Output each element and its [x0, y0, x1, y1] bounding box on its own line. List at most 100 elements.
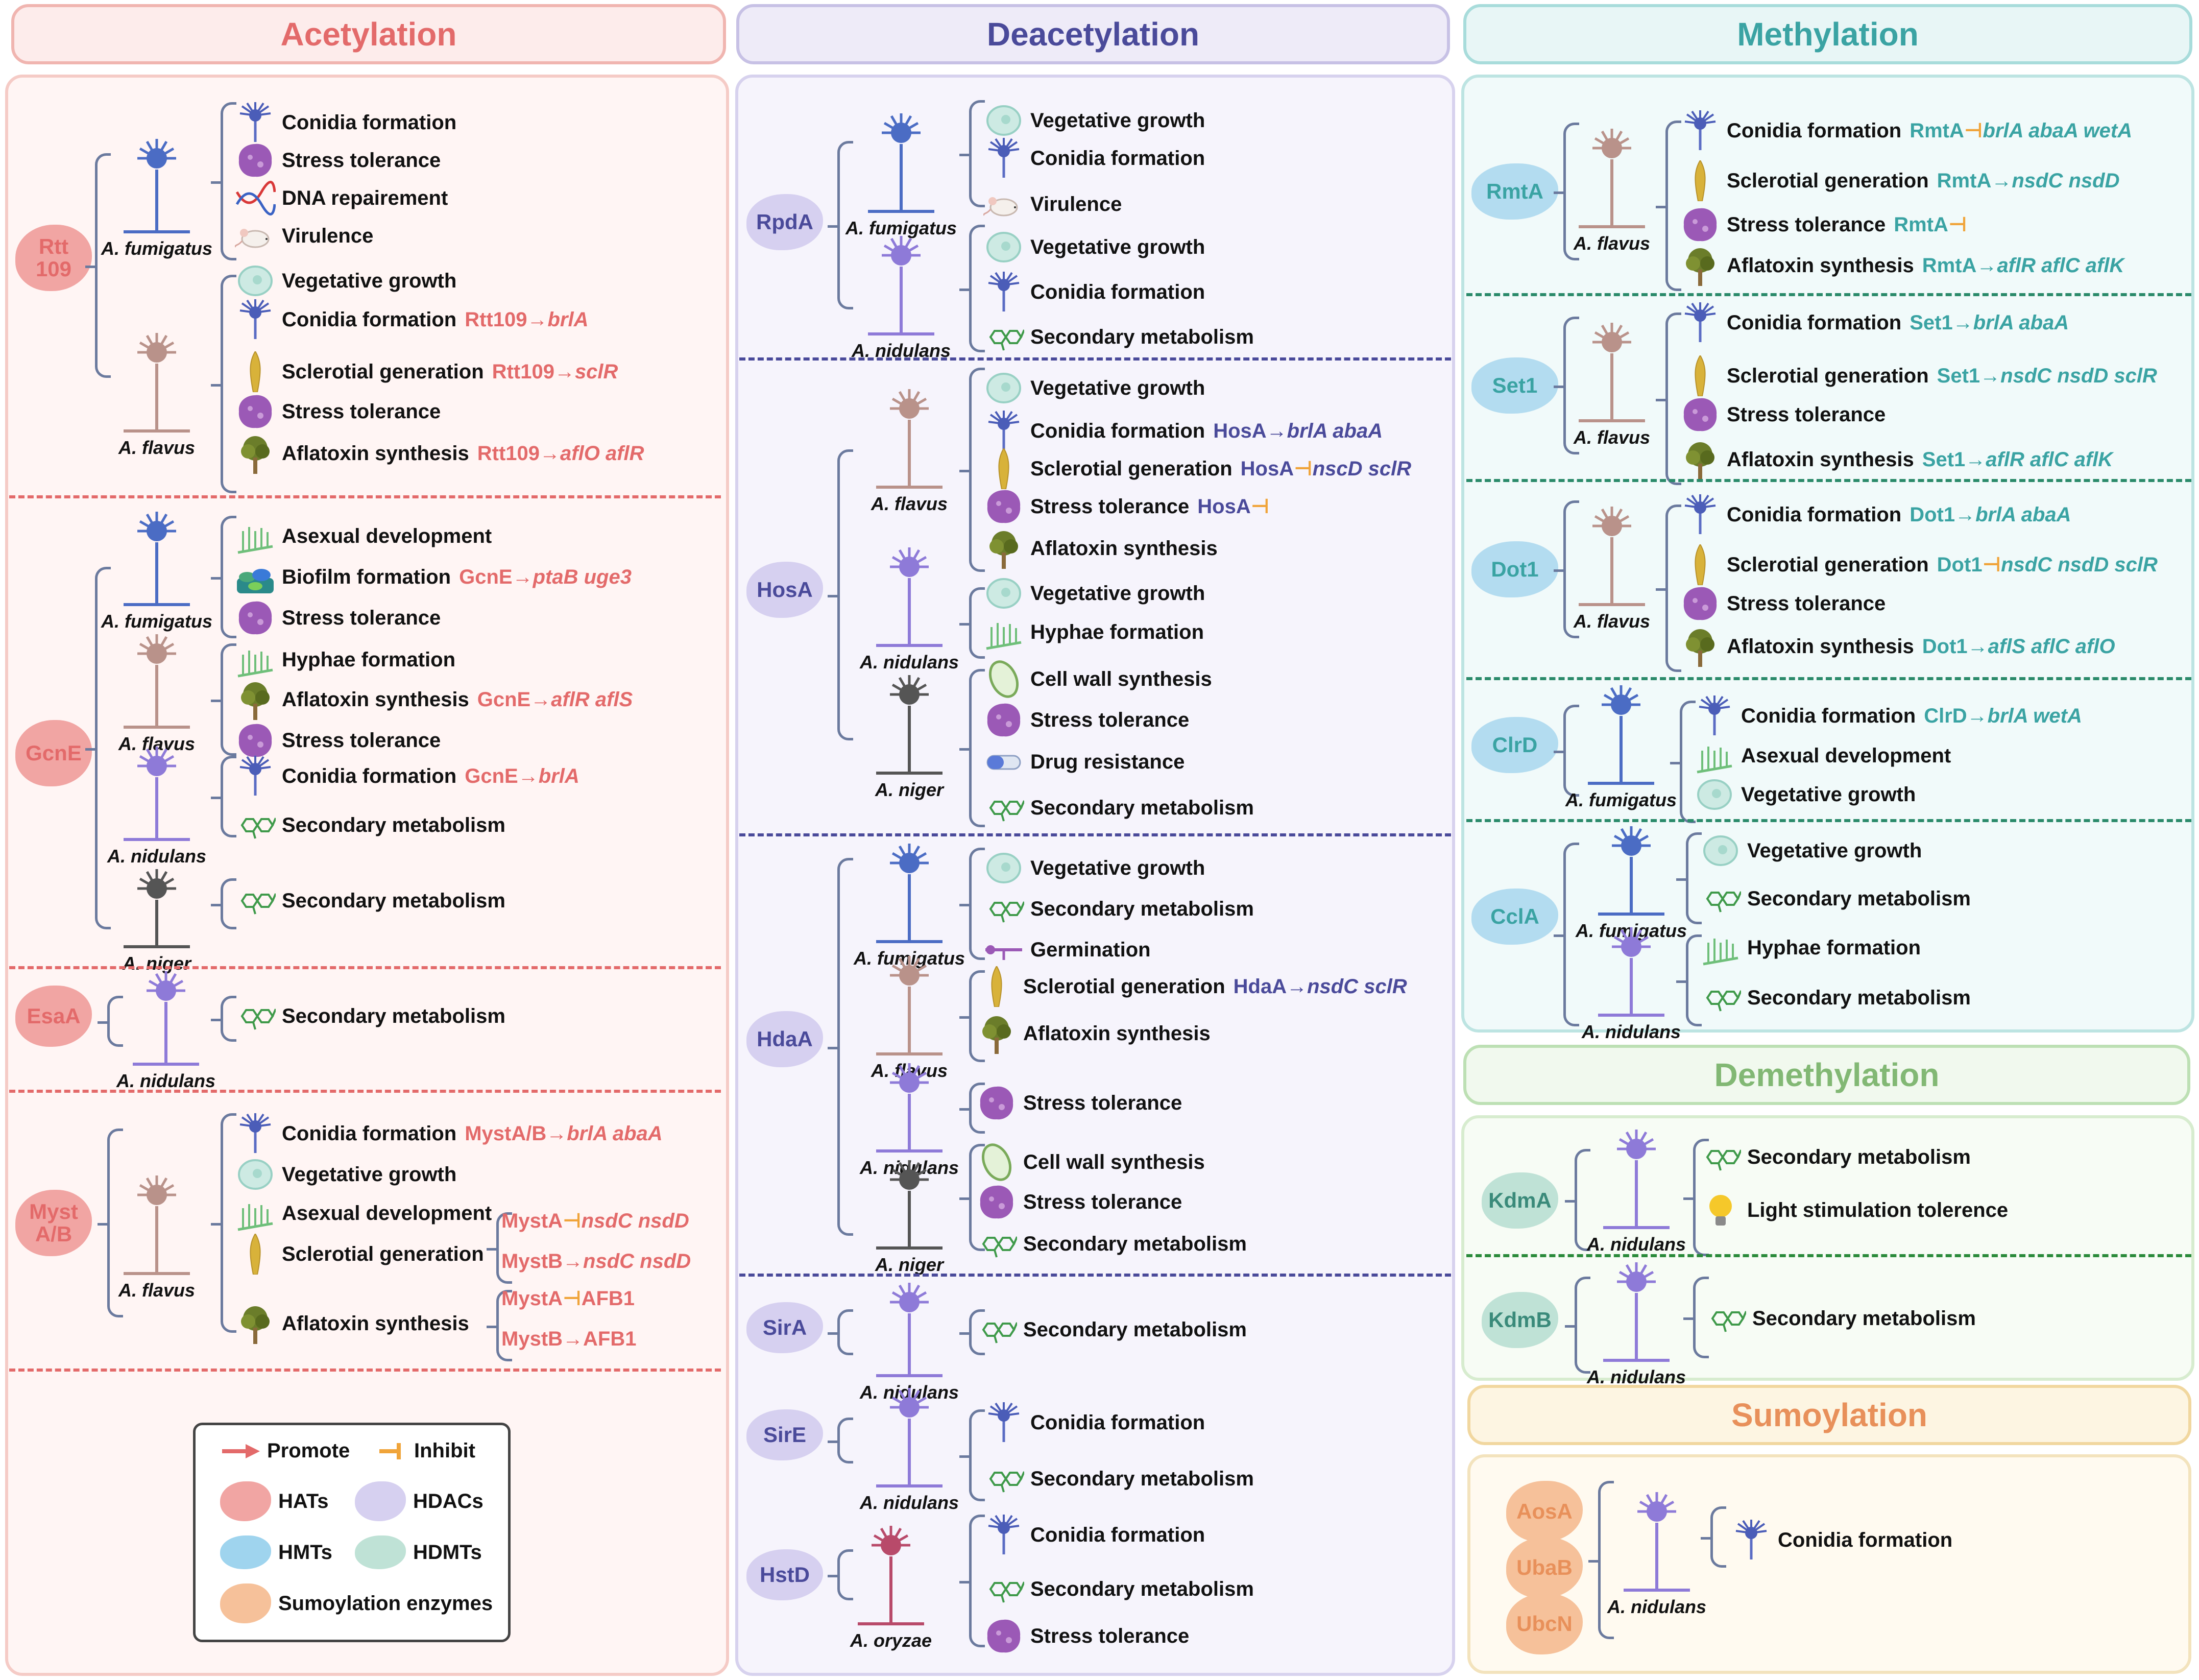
bracket [959, 848, 985, 960]
function-label: Vegetative growth [1030, 109, 1205, 132]
function-label: Stress tolerance [282, 606, 441, 629]
target-genes: aflR aflS [551, 688, 633, 711]
function-item: Conidia formation [1731, 1520, 1952, 1561]
species-figure: A. flavus [113, 633, 200, 754]
function-item: Light stimulation tolerence [1700, 1190, 2008, 1231]
sclerotium-icon [976, 965, 1017, 1007]
species-label: A. fumigatus [101, 238, 212, 259]
section-divider [739, 1274, 1451, 1277]
methylation-panel [1461, 75, 2194, 1033]
function-item: Stress tolerance [235, 720, 441, 761]
regulator-name: Set1 [1910, 311, 1953, 334]
function-item: Stress tolerance [235, 597, 441, 638]
enzyme-rtt109: Rtt 109 [15, 225, 92, 291]
regulator-name: MystA [501, 1287, 563, 1310]
function-item: Asexual development [235, 1193, 492, 1234]
regulation-text: HdaA→nsdC sclR [1234, 975, 1407, 998]
function-item: Secondary metabolism [235, 805, 505, 846]
target-genes: nsdC nsdD sclR [2000, 364, 2157, 387]
section-divider [1466, 479, 2191, 482]
regulator-name: ClrD [1924, 704, 1967, 727]
bracket [98, 996, 123, 1047]
molecule-icon [235, 805, 277, 846]
tree-icon [1680, 245, 1721, 286]
tree-icon [235, 1303, 276, 1344]
bracket [1588, 1481, 1614, 1639]
bracket [98, 1129, 123, 1317]
function-label: Cell wall synthesis [1030, 667, 1212, 690]
legend-hats: HATs [278, 1490, 329, 1513]
species-label: A. nidulans [859, 1492, 959, 1513]
deacetylation-panel [735, 75, 1455, 1676]
regulator-name: Rtt109 [477, 442, 540, 465]
function-label: Sclerotial generation [282, 360, 484, 383]
function-label: Light stimulation tolerence [1747, 1198, 2009, 1221]
promote-arrow-icon: → [563, 1328, 584, 1350]
molecule-icon [1705, 1298, 1747, 1339]
species-figure: A. niger [866, 674, 953, 800]
function-label: Stress tolerance [282, 729, 441, 752]
conidiophore-icon [235, 299, 276, 340]
function-label: Aflatoxin synthesis [1023, 1022, 1211, 1045]
stress-cell-icon [983, 486, 1024, 527]
fungus-icon [868, 236, 934, 335]
bracket [959, 368, 985, 572]
function-item: Vegetative growth [983, 368, 1205, 409]
function-label: Sclerotial generation [1023, 975, 1225, 998]
function-label: Sclerotial generation [1727, 364, 1929, 387]
target-genes: brlA abaA [567, 1122, 663, 1145]
function-item: Vegetative growth [235, 1154, 456, 1195]
species-figure: A. niger [113, 868, 200, 974]
promote-arrow-icon: → [1967, 635, 1988, 658]
function-label: Sclerotial generation [1030, 457, 1233, 480]
target-genes: aflR aflC aflK [1986, 448, 2113, 471]
target-genes: sclR [574, 360, 618, 383]
legend-inhibit: Inhibit [414, 1439, 475, 1462]
target-genes: brlA abaA [1975, 503, 2071, 526]
function-item: Sclerotial generation [235, 1233, 484, 1275]
conidiophore-icon [235, 102, 276, 143]
regulation-text: Set1→nsdC nsdD sclR [1937, 365, 2157, 388]
fungus-icon [1598, 826, 1664, 916]
bracket [211, 1113, 236, 1333]
function-label: Secondary metabolism [1747, 1145, 1971, 1168]
species-figure: A. fumigatus [101, 138, 212, 259]
species-figure: A. nidulans [860, 1282, 959, 1403]
cell-icon [235, 1154, 276, 1195]
enzyme-set1: Set1 [1471, 357, 1558, 414]
regulator-name: HosA [1240, 458, 1294, 480]
function-label: Asexual development [282, 524, 492, 547]
regulator-name: Set1 [1922, 448, 1966, 471]
target-genes: brlA wetA [1987, 704, 2082, 727]
bracket [1656, 313, 1681, 485]
function-label: Conidia formation [1030, 280, 1205, 303]
stress-cell-icon [976, 1083, 1017, 1123]
promote-arrow-icon: → [518, 764, 539, 787]
mouse-icon [982, 184, 1024, 225]
stress-cell-icon [1680, 204, 1721, 245]
species-label: A. flavus [1573, 233, 1651, 254]
function-label: Conidia formation [282, 1122, 457, 1145]
function-item: Cell wall synthesis [983, 659, 1212, 700]
tree-icon [235, 679, 276, 720]
tree-icon [983, 528, 1024, 569]
species-figure: A. fumigatus [845, 112, 957, 238]
sclerotium-icon [235, 350, 276, 393]
species-figure: A. fumigatus [1576, 825, 1687, 941]
species-label: A. flavus [118, 1280, 196, 1301]
enzyme-kdmb: KdmB [1482, 1292, 1558, 1348]
function-item: Secondary metabolism [976, 1223, 1247, 1264]
regulation-text: ClrD→brlA wetA [1924, 705, 2082, 728]
section-divider [739, 357, 1451, 361]
regulation-text: Dot1⊣nsdC nsdD sclR [1937, 553, 2158, 577]
molecule-icon [1700, 1137, 1742, 1178]
function-label: Conidia formation [1778, 1528, 1953, 1551]
